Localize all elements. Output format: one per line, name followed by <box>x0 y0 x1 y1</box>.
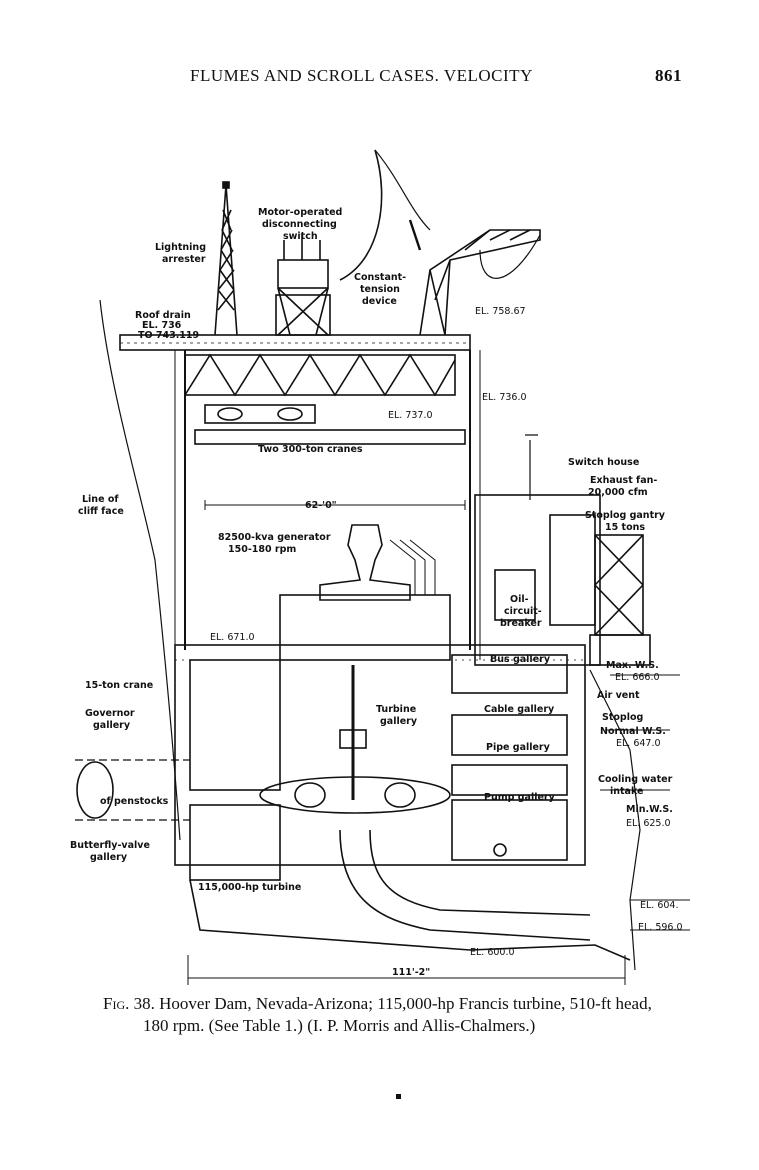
label-el-625: EL. 625.0 <box>626 818 671 829</box>
label-exhaust-fan-1: Exhaust fan- <box>590 475 657 486</box>
label-lightning-arrester-1: Lightning <box>155 242 206 253</box>
caption-figure-number: Fig. 38. <box>103 994 155 1013</box>
roof-slab <box>119 334 471 351</box>
dimension-111 <box>187 955 626 985</box>
penstock <box>75 759 190 821</box>
label-generator-1: 82500-kva generator <box>218 532 331 543</box>
label-cranes: Two 300-ton cranes <box>258 444 363 455</box>
label-pipe-gallery: Pipe gallery <box>486 742 551 753</box>
label-span-111: 111'-2" <box>392 967 430 978</box>
label-generator-2: 150-180 rpm <box>228 544 296 555</box>
label-constant-tension-2: tension <box>360 284 400 295</box>
label-stoplog-gantry-1: Stoplog gantry <box>585 510 666 521</box>
switch-house <box>474 434 601 666</box>
label-pump-gallery: Pump gallery <box>484 792 556 803</box>
label-span-62: 62-'0" <box>305 500 337 511</box>
label-oil-breaker-1: Oil- <box>510 594 529 605</box>
label-roof-drain-2: EL. 736 <box>142 320 182 331</box>
label-cliff-1: Line of <box>82 494 119 505</box>
label-el-737: EL. 737.0 <box>388 410 433 421</box>
label-turbine-gallery-2: gallery <box>380 716 418 727</box>
stoplog-gantry <box>589 534 651 666</box>
caption-line-2: 180 rpm. (See Table 1.) (I. P. Morris an… <box>143 1016 536 1035</box>
label-air-vent: Air vent <box>597 690 640 701</box>
label-motor-switch-1: Motor-operated <box>258 207 342 218</box>
label-normal-ws: Normal W.S. <box>600 726 666 737</box>
label-el-604: EL. 604. <box>640 900 679 911</box>
label-el-600: EL. 600.0 <box>470 947 515 958</box>
label-turbine-gallery-1: Turbine <box>376 704 416 715</box>
label-el-758: EL. 758.67 <box>475 306 526 317</box>
label-roof-drain-1: Roof drain <box>135 310 191 321</box>
label-turbine-115: 115,000-hp turbine <box>198 882 301 893</box>
draft-tube <box>339 829 591 941</box>
label-min-ws: Min.W.S. <box>626 804 673 815</box>
scroll-case <box>259 776 451 814</box>
label-motor-switch-2: disconnecting <box>262 219 337 230</box>
label-cooling-2: intake <box>610 786 643 797</box>
label-el-736: EL. 736.0 <box>482 392 527 403</box>
label-el-647: EL. 647.0 <box>616 738 661 749</box>
label-governor-1: Governor <box>85 708 135 719</box>
roof-gantry-tower <box>408 219 541 336</box>
crane-trolley <box>204 404 316 424</box>
lightning-arrester-tower <box>214 181 238 336</box>
page-number: 861 <box>655 66 682 85</box>
label-butterfly-1: Butterfly-valve <box>70 840 150 851</box>
label-el-666: EL. 666.0 <box>615 672 660 683</box>
cliff-face-line <box>99 299 181 841</box>
label-cliff-2: cliff face <box>78 506 124 517</box>
label-bus-gallery: Bus gallery <box>490 654 551 665</box>
running-title: FLUMES AND SCROLL CASES. VELOCITY <box>190 66 533 85</box>
label-stoplog-gantry-2: 15 tons <box>605 522 645 533</box>
label-exhaust-fan-2: 20,000 cfm <box>588 487 648 498</box>
label-15-ton-crane: 15-ton crane <box>85 680 153 691</box>
label-oil-breaker-3: breaker <box>500 618 542 629</box>
label-butterfly-2: gallery <box>90 852 128 863</box>
label-governor-2: gallery <box>93 720 131 731</box>
label-cable-gallery: Cable gallery <box>484 704 555 715</box>
label-stoplog: Stoplog <box>602 712 643 723</box>
pipe-gallery-box <box>451 764 568 796</box>
label-lightning-arrester-2: arrester <box>162 254 206 265</box>
label-max-ws: Max. W.S. <box>606 660 659 671</box>
label-roof-drain-3: TO 743.119 <box>138 330 199 341</box>
disconnecting-switch <box>275 235 331 336</box>
label-constant-tension-1: Constant- <box>354 272 406 283</box>
butterfly-valve-box <box>189 804 281 881</box>
substructure <box>174 644 586 866</box>
label-el-671: EL. 671.0 <box>210 632 255 643</box>
crane-girder <box>194 429 466 445</box>
label-penstocks: of penstocks <box>100 796 169 807</box>
bus-gallery-box <box>451 654 568 694</box>
figure: Lightning arrester Motor-operated discon… <box>70 140 690 990</box>
foundation <box>189 879 631 961</box>
transmission-cable <box>339 149 383 281</box>
label-cooling-1: Cooling water <box>598 774 673 785</box>
generator <box>279 524 451 661</box>
label-motor-switch-3: switch <box>283 231 318 242</box>
governor-gallery-box <box>189 659 281 791</box>
roof-truss <box>184 353 456 397</box>
powerhouse-section-drawing: Lightning arrester Motor-operated discon… <box>70 149 690 985</box>
figure-caption: Fig. 38. Hoover Dam, Nevada-Arizona; 115… <box>103 993 703 1037</box>
cable-gallery-box <box>451 714 568 756</box>
label-switch-house: Switch house <box>568 457 639 468</box>
caption-line-1: Hoover Dam, Nevada-Arizona; 115,000-hp F… <box>159 994 652 1013</box>
pump-gallery-box <box>451 799 568 861</box>
label-oil-breaker-2: circuit- <box>504 606 542 617</box>
label-constant-tension-3: device <box>362 296 397 307</box>
label-el-596: EL. 596.0 <box>638 922 683 933</box>
page-mark <box>396 1094 401 1099</box>
